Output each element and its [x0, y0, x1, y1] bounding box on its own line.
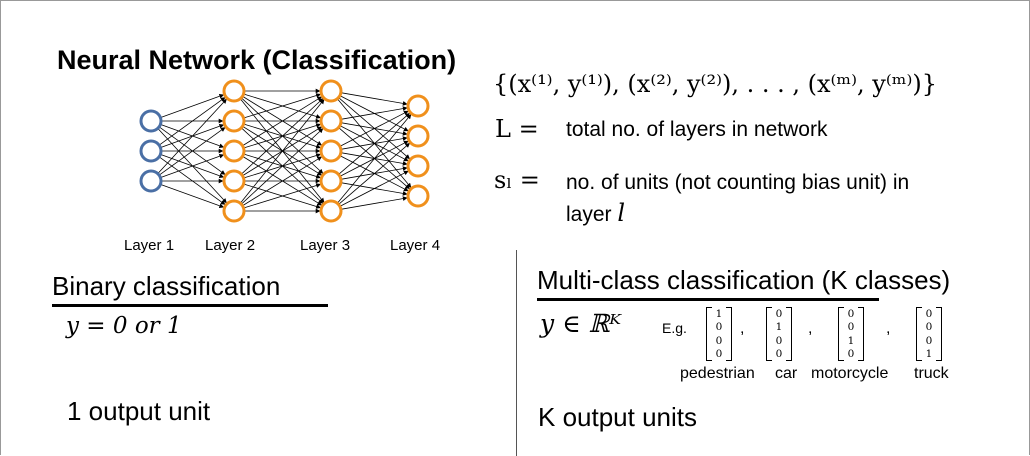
neuron [222, 169, 246, 193]
input-neuron [139, 169, 163, 193]
network-connection [340, 92, 408, 106]
vector-entry: 0 [925, 308, 933, 320]
network-connection [339, 110, 409, 147]
L-symbol: L = [495, 115, 539, 143]
input-neuron [139, 109, 163, 133]
neuron [222, 199, 246, 223]
layer-4-label: Layer 4 [390, 237, 441, 254]
vector-entry: 0 [775, 347, 783, 360]
network-connection [242, 96, 323, 147]
network-connection [242, 156, 323, 207]
onehot-vector-motorcycle: 0 0 1 0 [838, 307, 864, 361]
layer-3-label: Layer 3 [300, 237, 351, 254]
input-neuron [139, 139, 163, 163]
network-connection [158, 97, 226, 146]
network-connection [241, 128, 324, 205]
neuron [319, 139, 343, 163]
label-truck: truck [914, 365, 949, 382]
column-divider [516, 250, 517, 456]
multiclass-heading-underline [537, 298, 879, 301]
L-definition: total no. of layers in network [566, 118, 828, 141]
binary-equation: y = 0 or 1 [66, 313, 182, 339]
vector-entry: 0 [715, 334, 723, 347]
neuron [406, 124, 430, 148]
network-connection [337, 114, 412, 204]
binary-heading: Binary classification [52, 271, 281, 301]
onehot-vector-car: 0 1 0 0 [766, 307, 792, 361]
network-connection [160, 93, 225, 118]
vector-separator: , [740, 320, 745, 337]
page-title: Neural Network (Classification) [57, 45, 457, 75]
layer-2-label: Layer 2 [205, 237, 256, 254]
network-connection [160, 153, 225, 178]
vector-entry: 0 [847, 347, 855, 360]
vector-separator: , [808, 320, 813, 337]
training-set-formula: {(x⁽¹⁾, y⁽¹⁾), (x⁽²⁾, y⁽²⁾), . . . , (x⁽… [493, 70, 937, 98]
network-connection [338, 112, 411, 175]
neuron [222, 79, 246, 103]
label-car: car [775, 365, 798, 382]
network-connection [157, 98, 227, 174]
neuron [406, 154, 430, 178]
multiclass-equation: y ∈ ℝᴷ [540, 309, 622, 338]
neuron [319, 79, 343, 103]
s-definition-var: l [617, 199, 626, 227]
multiclass-output-text: K output units [538, 402, 697, 432]
network-connection [158, 127, 226, 176]
vector-entry: 1 [715, 308, 723, 320]
neuron [222, 139, 246, 163]
multiclass-heading-main: Multi-class classification [537, 265, 815, 295]
network-connection [241, 98, 324, 175]
s-definition-word: layer [566, 203, 612, 226]
neural-network-diagram [139, 79, 430, 223]
vector-separator: , [886, 320, 891, 337]
eg-label: E.g. [662, 320, 687, 336]
onehot-vector-pedestrian: 1 0 0 0 [706, 307, 732, 361]
vector-entry: 1 [847, 334, 855, 347]
vector-entry: 0 [775, 308, 783, 320]
multiclass-heading: Multi-class classification (K classes) [537, 265, 950, 296]
neuron [319, 199, 343, 223]
network-connection [340, 106, 408, 120]
network-connection [160, 184, 225, 209]
s-definition-line2: layer l [566, 199, 625, 227]
network-connection [239, 99, 325, 204]
vector-entry: 0 [847, 321, 855, 334]
network-connection [338, 142, 411, 205]
vector-entry: 1 [925, 347, 933, 360]
label-motorcycle: motorcycle [811, 365, 889, 382]
s-symbol: sₗ = [494, 166, 540, 194]
vector-entry: 0 [715, 321, 723, 334]
neuron [319, 109, 343, 133]
neuron [406, 184, 430, 208]
s-definition-line1: no. of units (not counting bias unit) in [566, 171, 910, 194]
binary-heading-underline [52, 304, 328, 307]
vector-entry: 0 [847, 308, 855, 320]
vector-entry: 0 [925, 321, 933, 334]
binary-output-text: 1 output unit [67, 396, 211, 426]
layer-1-label: Layer 1 [124, 237, 175, 254]
label-pedestrian: pedestrian [680, 365, 755, 382]
network-connection [340, 196, 408, 210]
multiclass-heading-rest: (K classes) [814, 265, 951, 295]
network-connection [339, 170, 409, 207]
vector-entry: 1 [775, 321, 783, 334]
onehot-vector-truck: 0 0 0 1 [916, 307, 942, 361]
vector-entry: 0 [925, 334, 933, 347]
neuron [319, 169, 343, 193]
neuron [222, 109, 246, 133]
network-connection [243, 183, 321, 209]
vector-entry: 0 [775, 334, 783, 347]
neuron [406, 94, 430, 118]
network-connection [243, 93, 321, 119]
vector-entry: 0 [715, 347, 723, 360]
